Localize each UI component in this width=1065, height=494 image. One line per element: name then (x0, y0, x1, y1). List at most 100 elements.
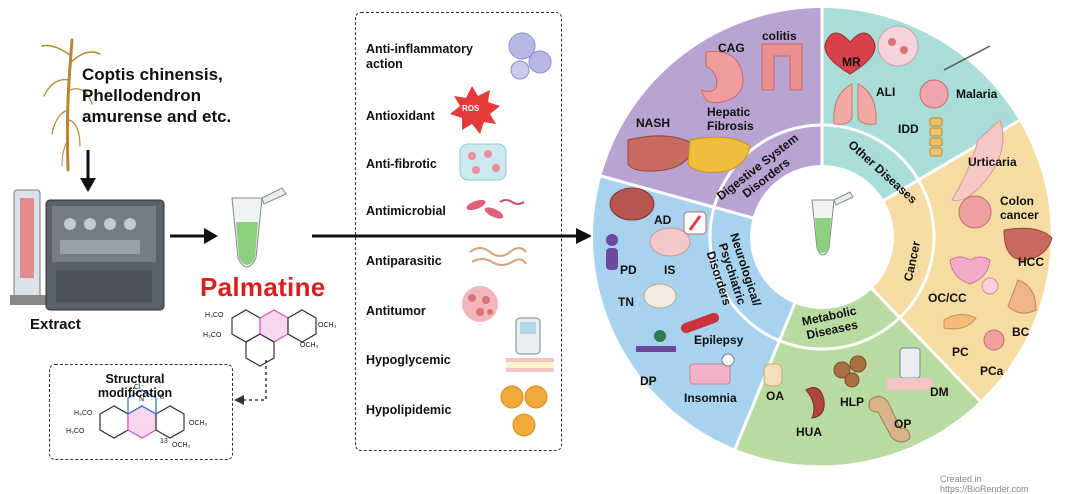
label-epilepsy: Epilepsy (694, 333, 744, 347)
brain-is-icon (649, 227, 691, 257)
fibrotic-tissue-icon (459, 143, 507, 181)
label-mr: MR (842, 55, 861, 69)
lipid-icon (833, 355, 867, 388)
pancreas-icon (943, 314, 977, 330)
breast-icon (1007, 279, 1037, 314)
label-occc: OC/CC (928, 291, 967, 305)
source-line-1: Coptis chinensis, (82, 65, 223, 84)
immune-cell-icon (508, 32, 552, 80)
label-ad: AD (654, 213, 672, 227)
colon-cancer-icon (958, 195, 992, 229)
label-oa: OA (766, 389, 784, 403)
activity-anti-inflammatory: Anti-inflammatory action (366, 42, 473, 72)
label-tn: TN (618, 295, 634, 309)
source-line-3: amurense and etc. (82, 107, 232, 126)
label-dp: DP (640, 374, 657, 388)
mod-label-cl: Cl⁻ (134, 384, 145, 391)
label-colon-cancer-1: Colon (1000, 194, 1034, 208)
activity-antimicrobial: Antimicrobial (366, 204, 446, 218)
label-colon-cancer-2: cancer (1000, 208, 1039, 222)
label-insomnia: Insomnia (684, 391, 737, 405)
activity-antiparasitic: Antiparasitic (366, 254, 442, 268)
activities-box (355, 12, 562, 451)
sector-metabolic (735, 237, 980, 466)
mod-label-n: N (139, 396, 145, 403)
cell-dish-icon (877, 25, 919, 67)
activity-antioxidant: Antioxidant (366, 109, 435, 123)
extract-label: Extract (30, 316, 81, 333)
activity-label: Anti-inflammatory (366, 42, 473, 56)
person-epilepsy-icon (680, 312, 720, 334)
center-test-tube-icon (811, 191, 854, 256)
mod-label-och3-a: OCH₃ (189, 420, 208, 427)
root-icon (41, 38, 101, 172)
extraction-machine-icon (10, 189, 165, 311)
label-hepatic-2: Fibrosis (707, 119, 754, 133)
colon-icon (761, 43, 803, 91)
dm-glucometer-icon (886, 347, 932, 390)
left-panel-art (10, 38, 317, 439)
hcc-liver-icon (1003, 227, 1053, 261)
ros-star-icon (450, 86, 500, 134)
urticaria-skin-icon (951, 119, 1004, 202)
glucometer-icon (506, 317, 554, 372)
structural-label-line-2: modification (97, 386, 173, 400)
arrow-right-icon (170, 228, 218, 244)
struct-label-och3-b: OCH₃ (300, 342, 319, 349)
biorender-credit: Created in https://BioRender.com (940, 474, 1029, 494)
source-line-2: Phellodendron (82, 86, 201, 105)
activity-hypolipidemic: Hypolipidemic (366, 403, 452, 417)
test-tube-icon (231, 187, 287, 268)
label-malaria: Malaria (956, 87, 998, 101)
knee-joint-icon (763, 363, 783, 387)
label-cag: CAG (718, 41, 745, 55)
skull-tn-icon (643, 283, 677, 309)
mod-label-8: 8 (160, 394, 164, 401)
kidney-icon (805, 387, 825, 419)
label-hcc: HCC (1018, 255, 1044, 269)
label-urticaria: Urticaria (968, 155, 1017, 169)
prostate-icon (983, 329, 1005, 351)
bone-icon (868, 396, 911, 443)
label-pca: PCa (980, 364, 1004, 378)
mod-label-h3co-a: H₃CO (74, 410, 93, 417)
arrow-down-icon (80, 150, 96, 192)
mod-label-och3-b: OCH₃ (172, 442, 191, 449)
label-hepatic-1: Hepatic (707, 105, 751, 119)
ros-label: ROS (462, 104, 480, 113)
person-pd-icon (606, 234, 618, 270)
microbe-icon (466, 199, 525, 219)
sector-other-diseases (822, 7, 1020, 237)
activity-label: action (366, 57, 403, 71)
liver-icon (627, 135, 695, 172)
activity-hypoglycemic: Hypoglycemic (366, 353, 451, 367)
struct-label-h3co-a: H₃CO (205, 312, 224, 319)
bed-insomnia-icon (689, 353, 735, 385)
mod-label-h3co-b: H₃CO (66, 428, 85, 435)
label-pc: PC (952, 345, 969, 359)
struct-label-h3co-b: H₃CO (203, 332, 222, 339)
heart-icon (824, 32, 876, 75)
vessel-icon (683, 211, 707, 235)
palmatine-structure-icon (231, 309, 317, 367)
category-neuro: Neurological/ Psychiatric Disorders (704, 231, 765, 308)
label-bc: BC (1012, 325, 1030, 339)
structural-label-line-1: Structural (105, 372, 165, 386)
category-metabolic: Metabolic Diseases (801, 303, 860, 342)
label-hua: HUA (796, 425, 822, 439)
label-ali: ALI (876, 85, 895, 99)
structural-modification-box (49, 364, 233, 460)
lung-icon (833, 83, 877, 125)
structural-modification-title: Structural modification (60, 372, 210, 400)
source-plants-label: Coptis chinensis, Phellodendron amurense… (82, 64, 231, 127)
modified-structure-icon (99, 389, 185, 439)
brain-ad-icon (609, 187, 655, 221)
spine-icon (929, 117, 943, 157)
mosquito-icon (919, 45, 991, 109)
arrow-to-wheel-icon (312, 228, 592, 244)
activity-anti-fibrotic: Anti-fibrotic (366, 157, 437, 171)
struct-label-och3-a: OCH₃ (318, 322, 337, 329)
parasite-icon (469, 247, 527, 266)
